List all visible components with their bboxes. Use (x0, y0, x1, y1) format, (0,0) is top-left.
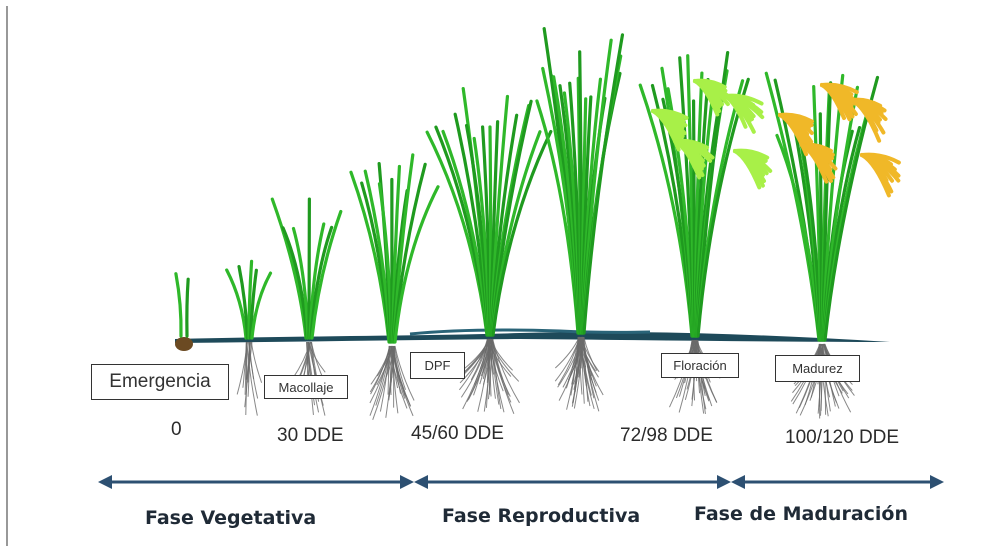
day-label-100-120: 100/120 DDE (785, 427, 900, 448)
plant-stage-6 (535, 27, 625, 412)
rice-plants (174, 27, 901, 420)
arrow-head-left-1 (98, 475, 112, 489)
day-label-30: 30 DDE (277, 425, 344, 446)
arrow-head-left-3 (731, 475, 745, 489)
water-line (175, 328, 890, 343)
arrow-head-right-2 (717, 475, 731, 489)
stage-label-emergencia: Emergencia (91, 364, 229, 400)
arrow-head-right-1 (400, 475, 414, 489)
stage-label-floracion: Floración (661, 353, 739, 378)
phase-label-reproductiva: Fase Reproductiva (442, 505, 641, 527)
plant-emergencia (174, 272, 193, 351)
phase-arrows (98, 475, 944, 489)
arrow-head-left-2 (414, 475, 428, 489)
stage-label-macollaje: Macollaje (264, 375, 348, 399)
plant-stage-2 (225, 259, 273, 416)
plant-floracion (638, 50, 773, 415)
day-label-45-60: 45/60 DDE (411, 423, 504, 444)
plant-madurez (764, 71, 901, 419)
day-label-0: 0 (171, 419, 182, 440)
stage-label-madurez: Madurez (775, 355, 860, 382)
phase-label-maduracion: Fase de Maduración (694, 503, 909, 525)
plant-stage-4 (349, 153, 440, 420)
plant-dpf (425, 86, 553, 414)
day-label-72-98: 72/98 DDE (620, 425, 713, 446)
phase-label-vegetativa: Fase Vegetativa (145, 507, 317, 529)
arrow-head-right-3 (930, 475, 944, 489)
stage-label-dpf: DPF (410, 352, 465, 379)
